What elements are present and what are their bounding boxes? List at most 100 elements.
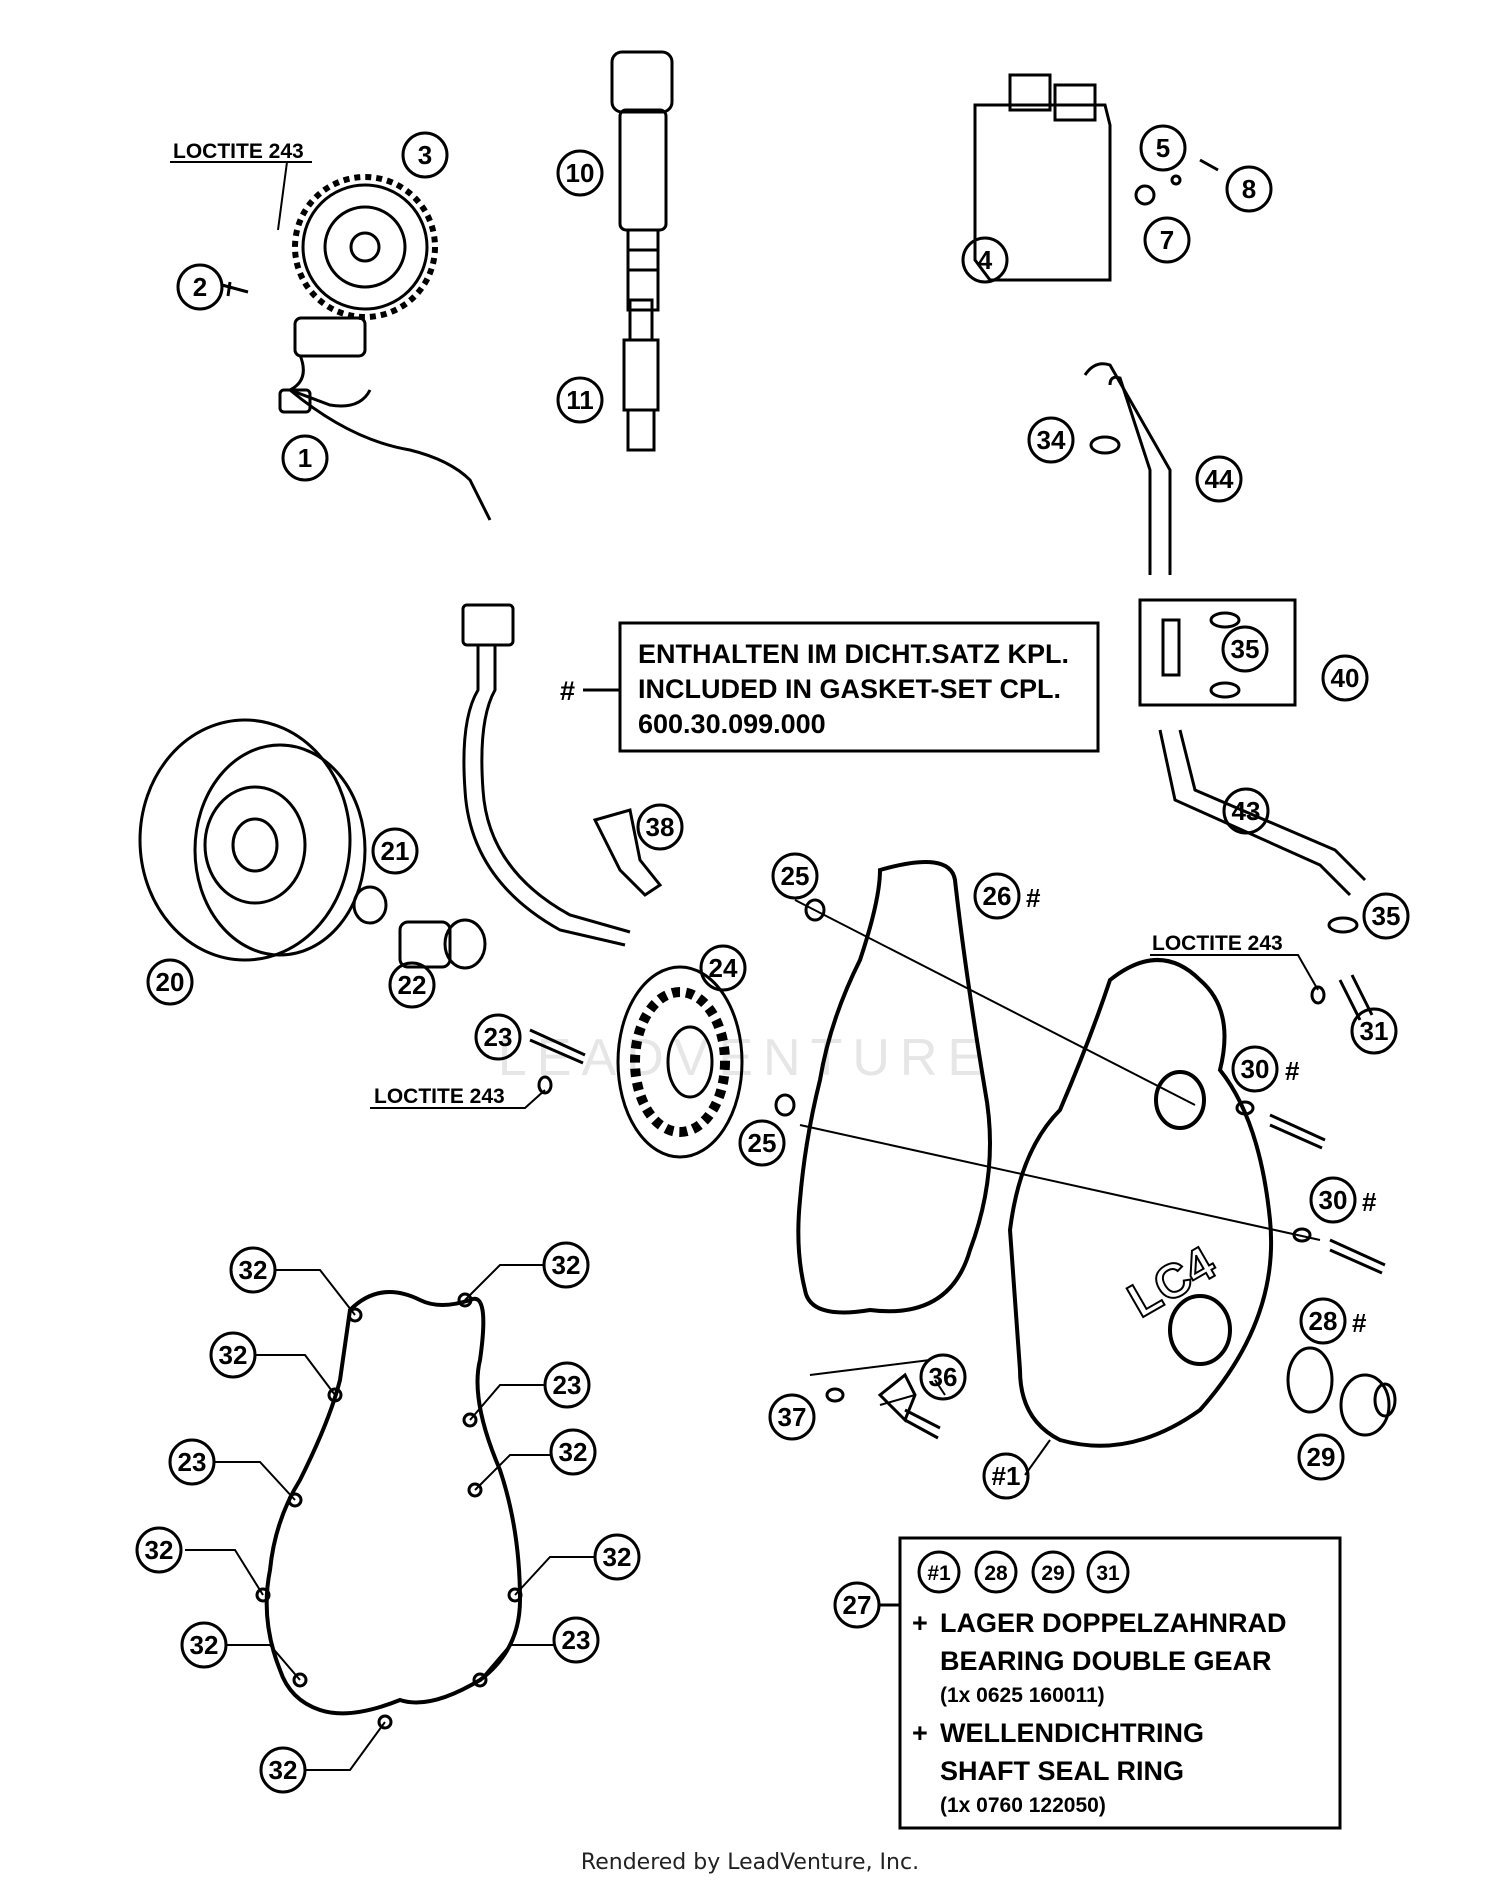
dowel-25b: [774, 1093, 796, 1117]
clamp-34: [1089, 435, 1121, 455]
callout-34: 34: [1037, 425, 1066, 455]
callout-37: 37: [778, 1402, 807, 1432]
callout-40: 40: [1331, 663, 1360, 693]
callout-44: 44: [1205, 464, 1234, 494]
callout-23: 23: [484, 1022, 513, 1052]
footer-credit: Rendered by LeadVenture, Inc.: [580, 1850, 920, 1875]
spark-plug-part: [622, 298, 660, 452]
gasket-32-holes: [255, 1292, 523, 1730]
gasket-note-line1: ENTHALTEN IM DICHT.SATZ KPL.: [638, 639, 1069, 669]
bolt-30a: [1235, 1100, 1326, 1150]
kit-ref-31: 31: [1096, 1562, 1120, 1585]
callout-hash-1: #1: [992, 1461, 1021, 1491]
bolt-30b: [1292, 1227, 1386, 1275]
ignition-coil-part: [610, 50, 674, 312]
nut-22: [398, 918, 487, 970]
gasket-callout-32a: 32: [239, 1255, 268, 1285]
callout-35b: 35: [1372, 901, 1401, 931]
callout-30a: 30: [1241, 1054, 1270, 1084]
sensor-38: [592, 808, 663, 897]
loctite-label-cover: LOCTITE 243: [1152, 932, 1283, 955]
plug-29: [1339, 1373, 1397, 1437]
loctite-label-top: LOCTITE 243: [173, 140, 304, 163]
callout-1: 1: [298, 443, 312, 473]
hash-30b: #: [1362, 1187, 1377, 1217]
kit-27-part-refs: #1 28 29 31: [917, 1550, 1130, 1594]
dowel-25a: [804, 898, 826, 922]
oring-28: [1286, 1346, 1334, 1414]
gasket-note-box: [618, 621, 1100, 753]
callout-43: 43: [1232, 796, 1261, 826]
gasket-callout-23b: 23: [178, 1447, 207, 1477]
gasket-note-symbol: #: [560, 676, 575, 706]
callout-25b: 25: [748, 1128, 777, 1158]
cover-gasket-26: [796, 860, 992, 1315]
valve-part: [1161, 611, 1241, 699]
gasket-callout-32f: 32: [603, 1542, 632, 1572]
callout-29: 29: [1307, 1442, 1336, 1472]
callout-35a: 35: [1231, 634, 1260, 664]
hose-43: [1158, 729, 1367, 897]
gasket-callout-32e: 32: [145, 1535, 174, 1565]
ignition-cover-part: [1007, 958, 1274, 1448]
loctite-label-stator: LOCTITE 243: [374, 1085, 505, 1108]
gasket-callout-32c: 32: [219, 1340, 248, 1370]
gasket-callout-23c: 23: [562, 1625, 591, 1655]
kit-plus-1: +: [912, 1608, 928, 1638]
callout-25a: 25: [781, 861, 810, 891]
callout-3: 3: [418, 140, 432, 170]
kit-ref-28: 28: [984, 1562, 1008, 1585]
callout-36: 36: [929, 1362, 958, 1392]
stator-part: [616, 965, 744, 1159]
kit-item2-en: SHAFT SEAL RING: [940, 1756, 1184, 1786]
gasket-callout-32h: 32: [269, 1755, 298, 1785]
callout-leader-lines: [879, 1379, 1051, 1476]
callout-10: 10: [566, 158, 595, 188]
kit-ref-1: #1: [927, 1562, 951, 1585]
callouts: [135, 124, 1410, 1794]
callout-21: 21: [381, 836, 410, 866]
gasket-callout-32b: 32: [552, 1250, 581, 1280]
callout-22: 22: [398, 970, 427, 1000]
bolt-23: [529, 1028, 586, 1095]
callout-26: 26: [983, 881, 1012, 911]
callout-24: 24: [709, 953, 738, 983]
callout-8: 8: [1242, 174, 1256, 204]
kit-ref-29: 29: [1041, 1562, 1064, 1585]
gasket-callout-32d: 32: [559, 1437, 588, 1467]
pickup-sensor-part: [278, 316, 492, 521]
valve-box-40: [1138, 598, 1297, 707]
gasket-leader-lines: [185, 1264, 595, 1771]
clamp-35b: [1327, 916, 1359, 934]
callout-5: 5: [1156, 133, 1170, 163]
callout-7: 7: [1160, 225, 1174, 255]
callout-11: 11: [566, 385, 594, 415]
washer-21: [352, 885, 388, 925]
gasket-note-line3: 600.30.099.000: [638, 709, 826, 739]
hose-44: [1083, 362, 1172, 575]
hash-30a: #: [1285, 1056, 1300, 1086]
kit-item1-pn: (1x 0625 160011): [940, 1684, 1105, 1707]
callout-31: 31: [1360, 1016, 1389, 1046]
flywheel-part: [138, 718, 367, 962]
kit-item2-pn: (1x 0760 122050): [940, 1794, 1106, 1817]
kit-item2-de: WELLENDICHTRING: [940, 1718, 1204, 1748]
hash-28: #: [1352, 1308, 1367, 1338]
gasket-note-line2: INCLUDED IN GASKET-SET CPL.: [638, 674, 1061, 704]
callout-2: 2: [193, 272, 207, 302]
ecu-module-part: [973, 73, 1219, 282]
stator-cable-part: [461, 603, 631, 947]
callout-20: 20: [156, 967, 185, 997]
bolt-2: [221, 281, 249, 297]
kit-plus-2: +: [912, 1718, 928, 1748]
gasket-callout-32g: 32: [190, 1630, 219, 1660]
callout-27: 27: [843, 1590, 872, 1620]
callout-4: 4: [978, 245, 993, 275]
kit-item1-en: BEARING DOUBLE GEAR: [940, 1646, 1272, 1676]
trigger-wheel-part: [292, 174, 438, 320]
callout-38: 38: [646, 812, 675, 842]
gasket-callout-23a: 23: [553, 1370, 582, 1400]
kit-item1-de: LAGER DOPPELZAHNRAD: [940, 1608, 1287, 1638]
callout-30b: 30: [1319, 1185, 1348, 1215]
